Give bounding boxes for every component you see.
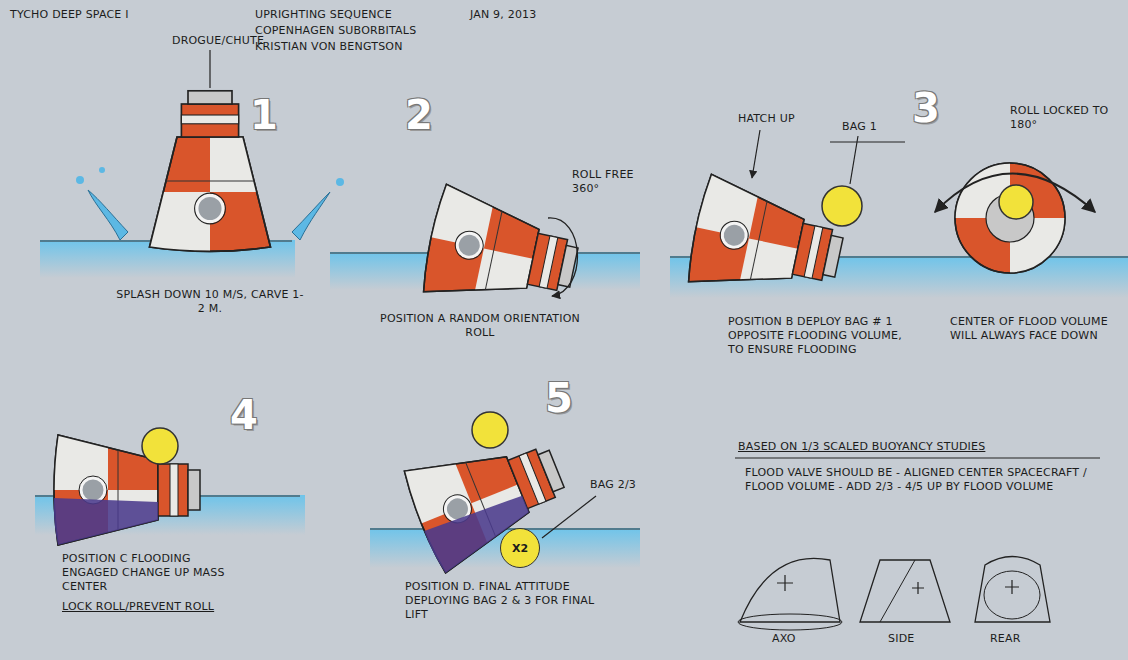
view-label: REAR [990,632,1021,646]
bag-circle: X2 [500,528,540,568]
step-number: 2 [405,95,433,135]
step-number: 3 [912,88,940,128]
header-text: COPENHAGEN SUBORBITALS [255,24,416,38]
step-caption: POSITION D. FINAL ATTITUDE DEPLOYING BAG… [405,580,605,621]
note-text: FLOOD VALVE SHOULD BE - ALIGNED CENTER S… [745,466,1100,494]
title-text: TYCHO DEEP SPACE I [10,8,129,22]
note-label: CENTER OF FLOOD VOLUME WILL ALWAYS FACE … [950,315,1120,343]
part-label: HATCH UP [738,112,795,126]
step-number: 1 [250,95,278,135]
note-heading: BASED ON 1/3 SCALED BUOYANCY STUDIES [738,440,985,454]
step-number: 5 [545,378,573,418]
part-label: DROGUE/CHUTE [172,34,264,48]
part-label: BAG 1 [842,120,877,134]
part-label: BAG 2/3 [590,478,636,492]
step-caption: POSITION A RANDOM ORIENTATION ROLL [380,312,580,340]
step-number: 4 [230,395,258,435]
header-text: UPRIGHTING SEQUENCE [255,8,392,22]
date-text: JAN 9, 2013 [470,8,537,22]
step-caption: LOCK ROLL/PREVENT ROLL [62,600,214,614]
step-caption: SPLASH DOWN 10 M/S, CARVE 1-2 M. [115,288,305,316]
step-caption: POSITION C FLOODING ENGAGED CHANGE UP MA… [62,552,242,593]
note-label: ROLL FREE 360° [572,168,644,196]
bag-count: X2 [512,542,528,555]
view-label: AXO [772,632,796,646]
note-label: ROLL LOCKED TO 180° [1010,104,1120,132]
author-text: KRISTIAN VON BENGTSON [255,40,403,54]
step-caption: POSITION B DEPLOY BAG # 1 OPPOSITE FLOOD… [728,315,906,356]
view-label: SIDE [888,632,914,646]
